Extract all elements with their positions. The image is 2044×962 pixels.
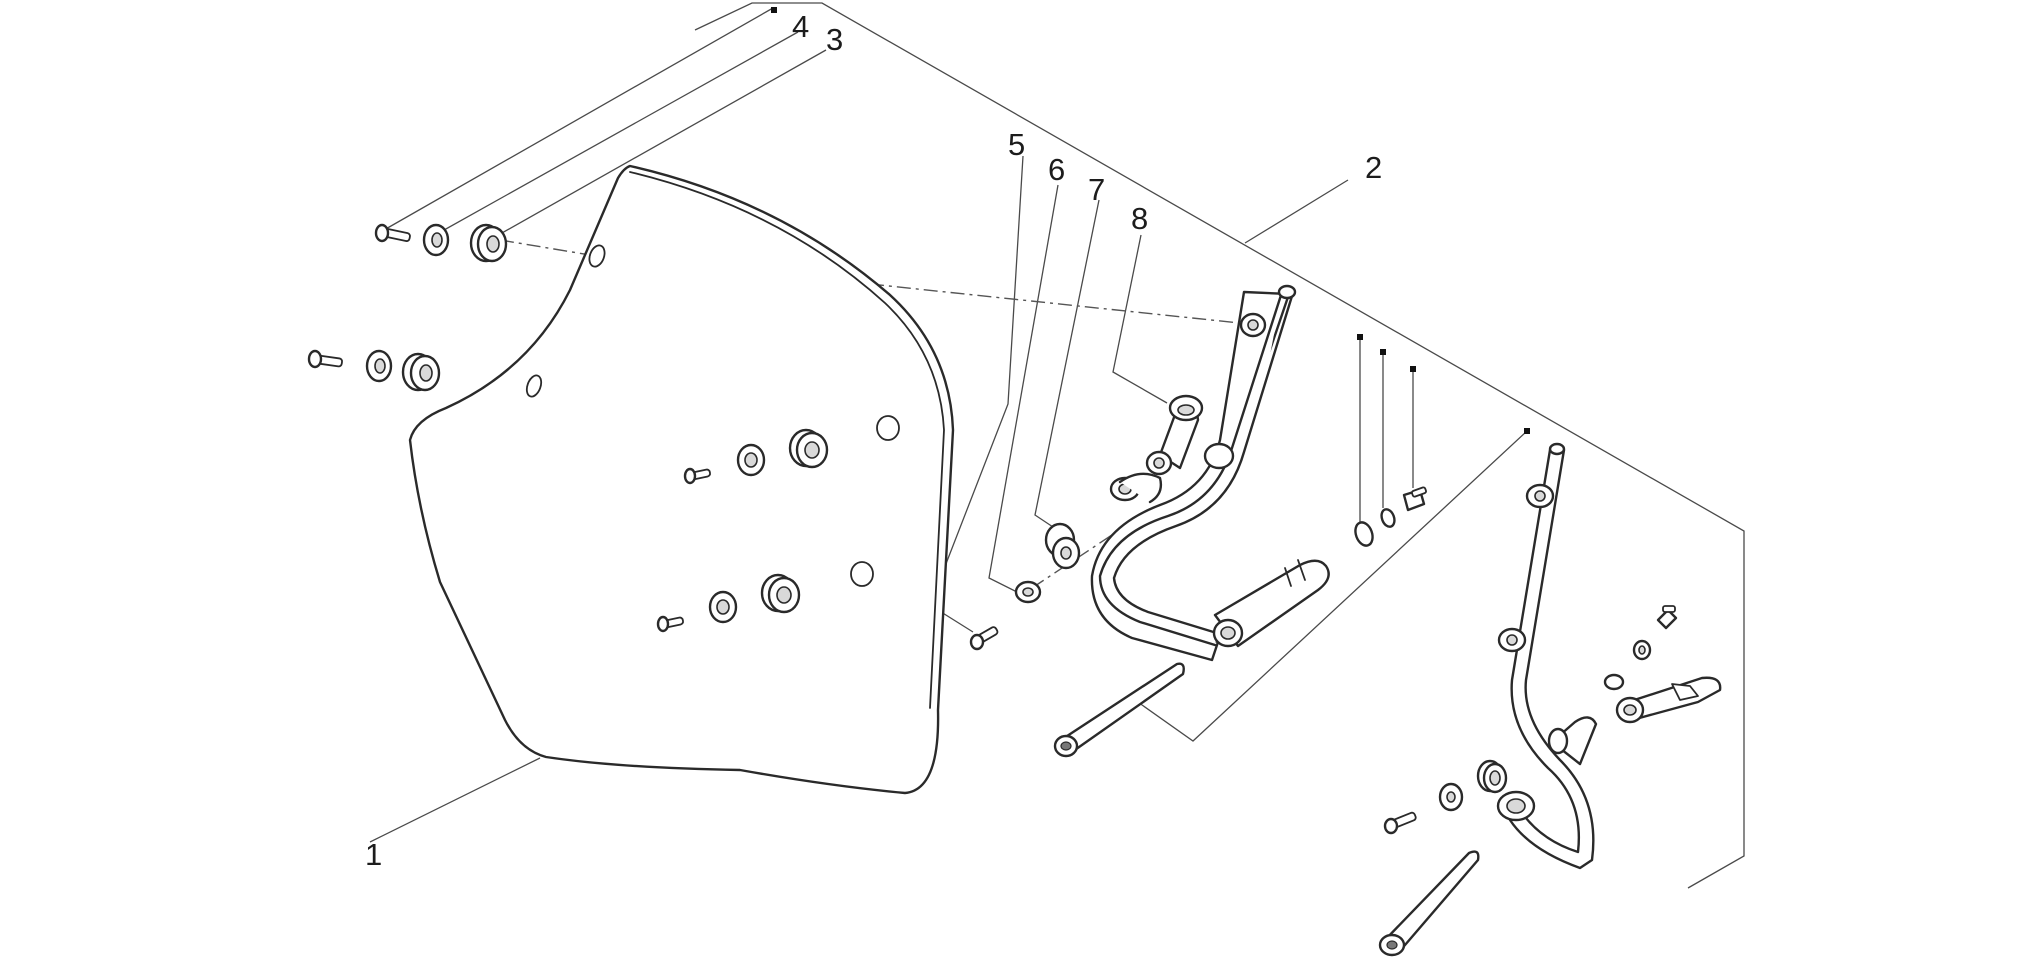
callout-3: 3 <box>826 22 843 57</box>
callout-6: 6 <box>1048 152 1065 187</box>
callout-4: 4 <box>792 9 809 44</box>
windscreen-fasteners-upper <box>683 428 829 485</box>
callout-8: 8 <box>1131 201 1148 236</box>
square-markers <box>771 7 1530 434</box>
callout-7: 7 <box>1088 172 1105 207</box>
callout-5: 5 <box>1008 127 1025 162</box>
windscreen-fasteners-lower <box>656 573 801 633</box>
small-hardware-middle <box>1354 486 1427 547</box>
left-mounting-bracket <box>1090 284 1330 662</box>
middle-left-fastener-set <box>307 349 441 392</box>
right-mounting-bracket <box>1383 442 1598 870</box>
leader-lines <box>369 7 1528 843</box>
windscreen <box>408 164 955 795</box>
callout-1: 1 <box>365 837 382 872</box>
long-bolt-left <box>1053 662 1185 758</box>
right-mirror-arm <box>1603 605 1722 724</box>
parts-5-6-7 <box>969 522 1081 651</box>
callouts: 1 2 3 4 5 6 7 8 <box>365 9 1382 872</box>
upper-fastener-set <box>374 223 508 263</box>
callout-2: 2 <box>1365 150 1382 185</box>
long-bolt-right <box>1378 850 1480 957</box>
assembly-outline <box>694 2 1745 889</box>
